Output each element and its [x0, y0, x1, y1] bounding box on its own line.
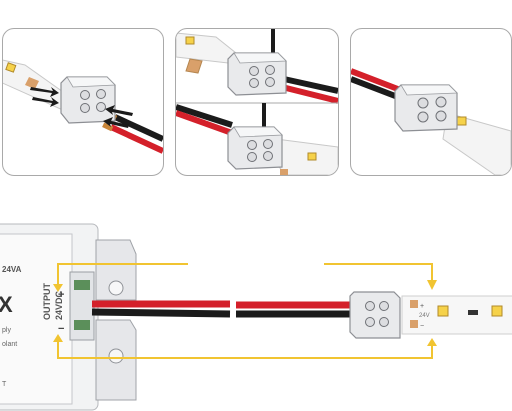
arrow-right-icon	[30, 87, 59, 107]
copper-pad	[410, 320, 418, 328]
driver-tag-t: T	[2, 381, 7, 388]
arrow-left-icon	[103, 105, 133, 128]
screw	[379, 317, 389, 327]
connector	[60, 76, 116, 124]
mount-clip	[95, 239, 137, 301]
led-strip	[442, 112, 511, 175]
screw	[263, 139, 273, 149]
copper-pad	[410, 300, 418, 308]
mount-hole	[108, 348, 124, 364]
screw	[365, 301, 375, 311]
red-wire	[281, 84, 338, 104]
screw	[96, 102, 106, 112]
screw	[365, 317, 375, 327]
led-chip	[307, 152, 317, 161]
red-wire	[109, 124, 163, 154]
screw	[80, 103, 90, 113]
led-chip	[437, 305, 449, 317]
mount-hole	[108, 280, 124, 296]
black-wire	[91, 308, 231, 318]
copper-pad	[25, 77, 39, 89]
screw	[435, 110, 447, 122]
screw	[249, 78, 259, 88]
black-wire	[351, 76, 405, 102]
wiring-diagram: 24VA OUTPUT 24VDC + − X ply olant T + 24…	[0, 223, 512, 411]
screw	[247, 140, 257, 150]
red-wire	[351, 68, 405, 94]
driver-tag-supply: ply	[2, 327, 11, 334]
connector	[227, 126, 283, 170]
arrow-down-icon	[53, 280, 437, 292]
strip-voltage: 24V	[419, 313, 430, 319]
black-wire	[283, 76, 338, 94]
screw	[435, 96, 447, 108]
arrow-up-icon	[53, 334, 437, 346]
screw	[379, 301, 389, 311]
copper-pad	[185, 58, 203, 74]
flow-arrow-top	[57, 263, 433, 286]
driver-logo: X	[0, 292, 13, 317]
screw	[96, 89, 106, 99]
screwdriver	[262, 103, 266, 129]
step-panel-complete	[350, 28, 512, 176]
black-wire	[176, 104, 233, 128]
driver-output-label: OUTPUT	[42, 283, 52, 321]
screwdriver	[271, 29, 275, 65]
screw	[417, 111, 429, 123]
driver-voltage: 24VDC	[54, 290, 64, 320]
led-strip	[176, 32, 237, 64]
strip-plus: +	[420, 303, 424, 310]
resistor	[468, 310, 478, 315]
red-wire	[176, 110, 234, 136]
led-chip	[491, 305, 503, 317]
copper-pad	[280, 169, 288, 175]
screw	[249, 66, 259, 76]
driver-plus: +	[58, 289, 64, 301]
driver-tag-coolant: olant	[2, 341, 17, 348]
driver-minus: −	[58, 323, 64, 335]
step-panel-tighten	[175, 28, 339, 176]
screw	[263, 151, 273, 161]
connector	[394, 84, 458, 132]
black-wire	[113, 114, 163, 142]
strip-minus: −	[420, 323, 424, 330]
screw	[265, 77, 275, 87]
connector	[227, 52, 287, 96]
led-chip	[456, 116, 467, 126]
screw	[417, 97, 429, 109]
flow-arrow-bottom	[57, 340, 433, 359]
screw	[265, 65, 275, 75]
connector	[349, 291, 401, 339]
screw	[247, 152, 257, 162]
step-tighten-illustration	[176, 29, 338, 175]
screw	[80, 90, 90, 100]
driver-rating: 24VA	[2, 265, 22, 274]
step-complete-illustration	[351, 68, 511, 175]
step-panel-insert	[2, 28, 164, 176]
step-insert-illustration	[3, 59, 163, 154]
wire-tip-red	[102, 122, 114, 132]
led-chip	[185, 36, 195, 45]
led-chip	[5, 62, 17, 73]
